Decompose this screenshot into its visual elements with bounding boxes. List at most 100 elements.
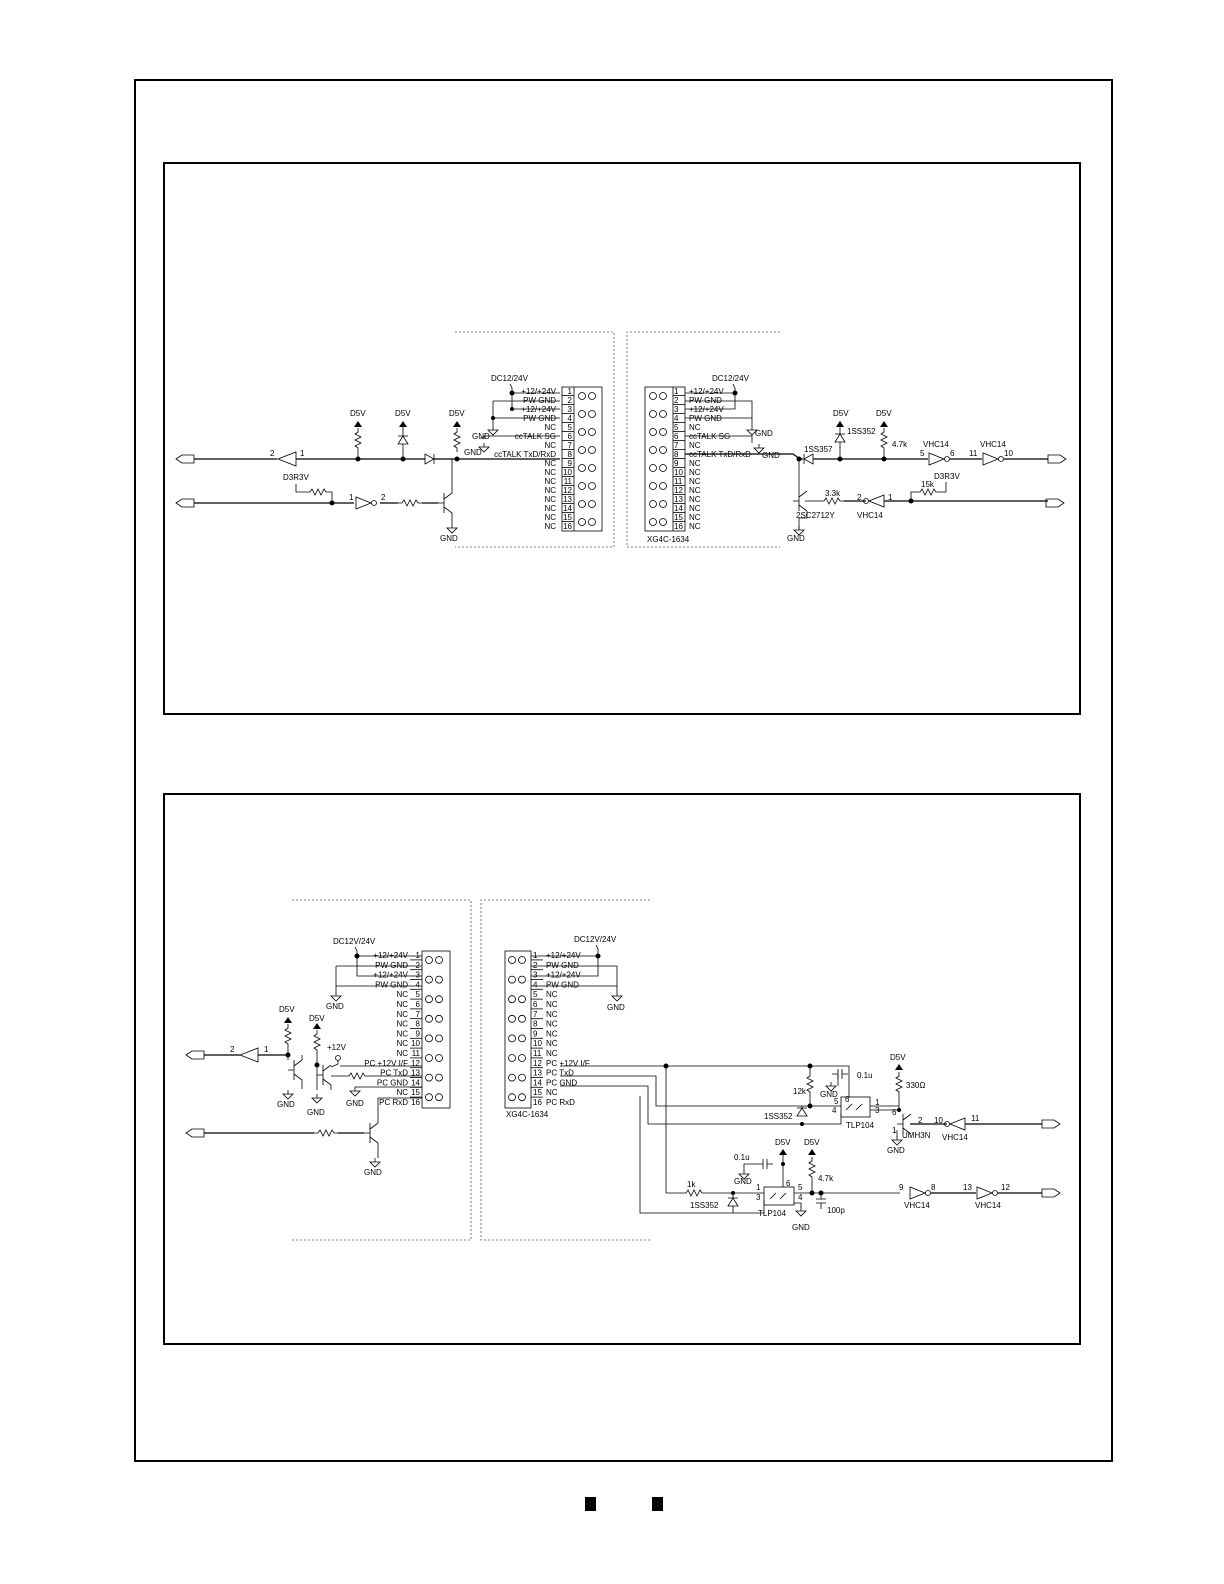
upper-right-connector-pin-pair (649, 464, 667, 472)
lower-right-dashed-box (480, 899, 650, 1241)
lower-left-connector-pin-pair (425, 975, 443, 984)
upper-left-connector-label: NC (544, 468, 556, 477)
upper-left-connector-pin-number: 9 (568, 459, 573, 468)
upper-left-inverter (355, 496, 377, 510)
lower-right-gnd-d: GND (734, 1177, 752, 1186)
upper-right-connector-pin-number: 5 (674, 423, 679, 432)
lower-right-connector-label: NC (546, 1020, 558, 1029)
lower-right-vhc-b: VHC14 (904, 1201, 930, 1210)
lower-right-u-6: 6 (892, 1108, 897, 1117)
upper-right-connector-pin-number: 15 (674, 513, 683, 522)
lower-right-connector-pin-number: 2 (533, 961, 538, 970)
lower-right-connector-pin-number: 8 (533, 1020, 538, 1029)
lower-right-connector-pin-number: 1 (533, 951, 538, 960)
lower-right-connector-pin-number: 10 (533, 1039, 542, 1048)
upper-right-connector-pin-pair (649, 410, 667, 418)
lower-right-connector-pin-number: 7 (533, 1010, 538, 1019)
upper-right-connector-pin-pair (649, 518, 667, 526)
lower-right-ob-6: 6 (786, 1179, 791, 1188)
upper-left-connector-pin-number: 1 (568, 387, 573, 396)
upper-left-connector-label: +12/+24V (521, 405, 556, 414)
upper-left-connector-pin-pair (578, 446, 596, 454)
upper-right-connector-pin-number: 14 (674, 504, 683, 513)
upper-left-buf-pin-out: 2 (270, 449, 275, 458)
lower-right-connector-label: NC (546, 1049, 558, 1058)
lower-left-connector-label: NC (396, 1020, 408, 1029)
upper-right-connector-label: ccTALK SG (689, 432, 730, 441)
lower-left-connector-label: +12/+24V (373, 951, 408, 960)
upper-left-connector-label: NC (544, 486, 556, 495)
upper-right-dc: DC12/24V (712, 374, 750, 383)
upper-right-c-in: 2 (857, 493, 862, 502)
lower-right-connector-label: NC (546, 1010, 558, 1019)
upper-right-r15k: 15k (921, 480, 935, 489)
upper-right-connector-pin-number: 11 (674, 477, 683, 486)
upper-left-connector-pin-number: 13 (563, 495, 572, 504)
lower-right-connector-pin-number: 5 (533, 990, 538, 999)
lower-left-gnd-c: GND (307, 1108, 325, 1117)
lower-right-ob-4: 4 (798, 1193, 803, 1202)
lower-right-connector-pin-pair (508, 975, 526, 984)
upper-right-1ss357: 1SS357 (804, 445, 833, 454)
lower-right-connector-label: PC TxD (546, 1069, 574, 1078)
lower-left-connector-pin-number: 12 (411, 1059, 420, 1068)
lower-right-connector-pin-number: 15 (533, 1088, 542, 1097)
upper-left-connector-label: NC (544, 504, 556, 513)
lower-left-buffer (239, 1047, 259, 1063)
upper-left-d5v-3: D5V (449, 409, 465, 418)
upper-right-connector-label: NC (689, 477, 701, 486)
upper-left-connector-pin-pair (578, 464, 596, 472)
upper-right-inverter-a (928, 452, 950, 466)
lower-left-connector-pin-number: 5 (416, 990, 421, 999)
lower-left-connector-label: PW GND (375, 980, 408, 989)
upper-left-connector-pin-pair (578, 482, 596, 490)
upper-right-connector-label: NC (689, 504, 701, 513)
lower-right-diode-b (727, 1197, 739, 1207)
lower-right-c100p: 100p (827, 1206, 845, 1215)
upper-right-port-in (1045, 498, 1065, 508)
lower-left-dashed-box (292, 899, 472, 1241)
lower-right-u-2: 2 (918, 1116, 923, 1125)
d5v-arrow-1 (354, 421, 362, 427)
lower-left-connector-pin-number: 2 (416, 961, 421, 970)
lower-right-connector-label: +12/+24V (546, 951, 581, 960)
upper-left-series-diode (424, 453, 435, 465)
lower-left-connector-pin-pair (425, 1093, 443, 1102)
lower-right-oa-4: 4 (832, 1106, 837, 1115)
lower-left-connector-pin-number: 14 (411, 1078, 420, 1087)
lower-right-vc-in: 13 (963, 1183, 972, 1192)
lower-left-connector-pin-number: 11 (412, 1049, 421, 1058)
upper-right-gnd-b: GND (787, 534, 805, 543)
lower-right-r4k7: 4.7k (818, 1174, 834, 1183)
lower-right-model: XG4C-1634 (506, 1110, 549, 1119)
upper-left-connector-label: +12/+24V (521, 387, 556, 396)
upper-right-connector-label: NC (689, 513, 701, 522)
lower-right-diode-a (796, 1107, 808, 1117)
lower-right-connector-label: +12/+24V (546, 971, 581, 980)
upper-left-connector-pin-number: 10 (563, 468, 572, 477)
outer-frame (134, 79, 1113, 1462)
upper-left-connector-pin-number: 4 (568, 414, 573, 423)
upper-left-gnd-b: GND (440, 534, 458, 543)
upper-right-connector-pin-pair (649, 482, 667, 490)
lower-right-connector-pin-pair (508, 1014, 526, 1023)
upper-right-inverter-c (863, 494, 885, 508)
lower-right-1ss352-a: 1SS352 (764, 1112, 793, 1121)
lower-right-connector-label: NC (546, 1039, 558, 1048)
lower-left-d5v-2: D5V (309, 1014, 325, 1023)
upper-right-vhc-c: VHC14 (857, 511, 883, 520)
lower-right-connector-pin-number: 14 (533, 1078, 542, 1087)
lower-right-connector-label: PW GND (546, 980, 579, 989)
lower-left-port-out (185, 1050, 205, 1060)
lower-left-connector-label: NC (396, 1000, 408, 1009)
upper-right-connector-label: PW GND (689, 396, 722, 405)
lower-right-umh-label: UMH3N (902, 1131, 931, 1140)
upper-right-connector-pin-pair (649, 446, 667, 454)
upper-right-connector-label: NC (689, 495, 701, 504)
upper-right-c-out: 1 (888, 493, 893, 502)
upper-left-connector-label: NC (544, 423, 556, 432)
lower-left-connector-pin-number: 6 (416, 1000, 421, 1009)
lower-right-vc-out: 12 (1001, 1183, 1010, 1192)
upper-right-connector-label: NC (689, 459, 701, 468)
